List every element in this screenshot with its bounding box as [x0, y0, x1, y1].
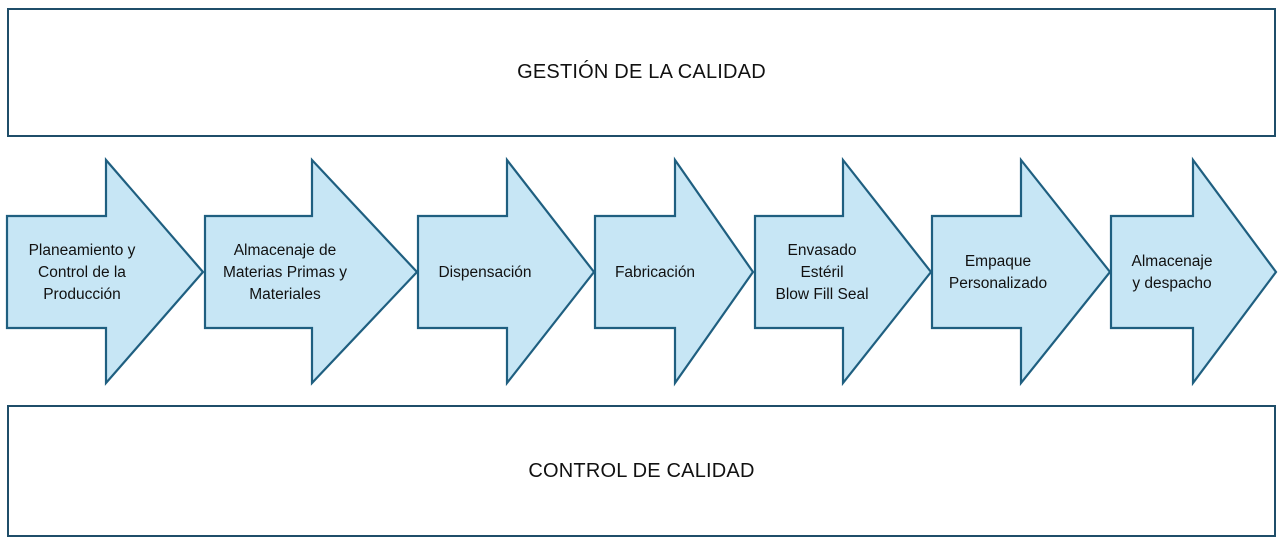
process-step-label-line: Empaque [965, 253, 1031, 270]
process-step-label-line: Almacenaje de [234, 242, 337, 259]
process-step-label-line: Dispensación [438, 264, 531, 281]
process-step-label-line: Almacenaje [1132, 253, 1213, 270]
process-step-arrow [416, 156, 596, 387]
process-step-label-line: Planeamiento y [29, 242, 136, 259]
process-step-label-line: Fabricación [615, 264, 695, 281]
process-step-label-line: Personalizado [949, 275, 1047, 292]
process-step-arrow [930, 156, 1112, 387]
process-step-3: Dispensación [416, 156, 596, 387]
process-step-arrow [1109, 156, 1278, 387]
process-step-label-line: Blow Fill Seal [775, 286, 868, 303]
process-step-label-line: Materiales [249, 286, 321, 303]
quality-control-label: CONTROL DE CALIDAD [528, 459, 755, 482]
process-step-label-line: y despacho [1132, 275, 1211, 292]
process-step-label-line: Estéril [800, 264, 843, 281]
process-step-label-line: Producción [43, 286, 121, 303]
process-step-1: Planeamiento y Control de la Producción [5, 157, 205, 386]
process-step-arrow [753, 156, 933, 387]
quality-management-band: GESTIÓN DE LA CALIDAD [7, 8, 1276, 137]
process-step-2: Almacenaje de Materias Primas y Materiales [203, 157, 419, 386]
process-step-arrow [203, 157, 419, 386]
quality-management-label: GESTIÓN DE LA CALIDAD [517, 61, 766, 83]
process-step-arrow [593, 156, 755, 387]
process-step-7: Almacenaje y despacho [1109, 156, 1278, 387]
quality-control-band: CONTROL DE CALIDAD [7, 405, 1276, 537]
process-step-label-line: Materias Primas y [223, 264, 347, 281]
process-step-arrow [5, 157, 205, 386]
process-step-label-line: Control de la [38, 264, 126, 281]
process-step-label-line: Envasado [788, 242, 857, 259]
process-step-4: Fabricación [593, 156, 755, 387]
